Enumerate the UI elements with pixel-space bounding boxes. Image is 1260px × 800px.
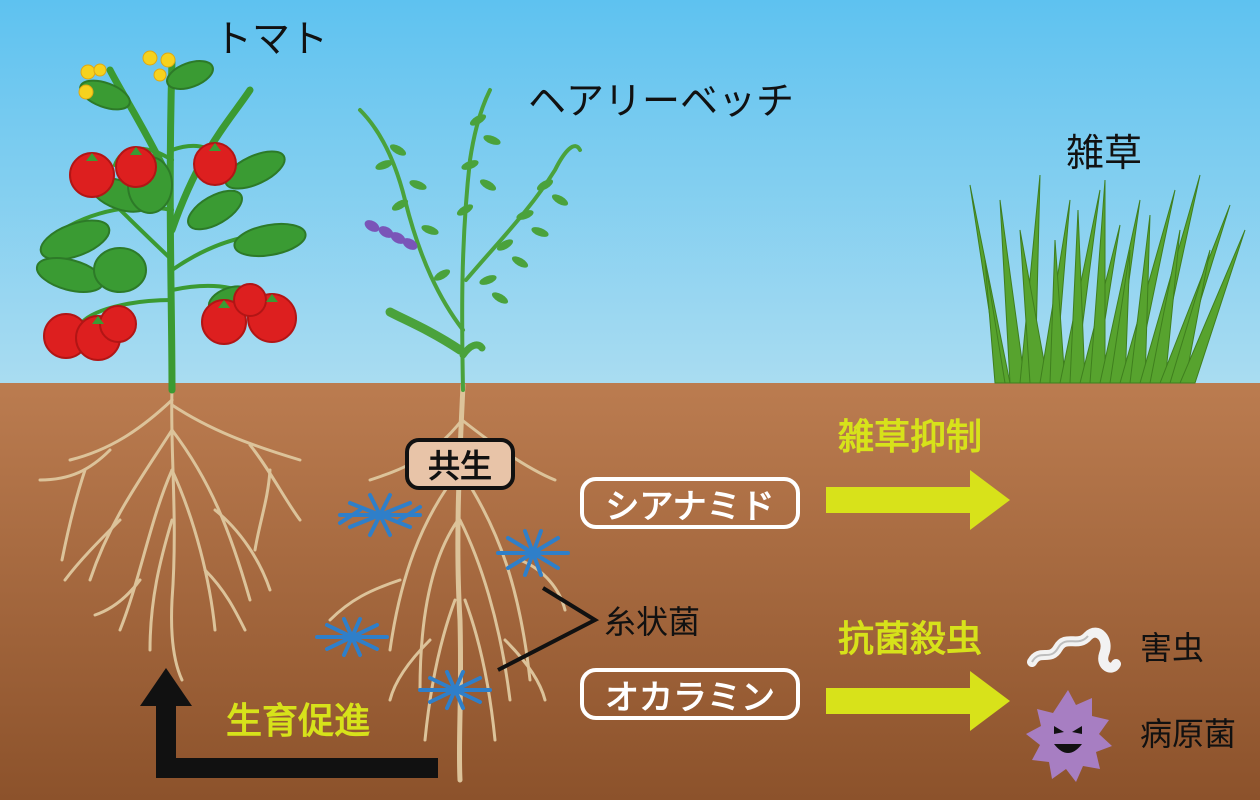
cyanamide-badge: シアナミド [580,477,800,529]
hairy-vetch-label: ヘアリーベッチ [528,79,795,123]
tomato-roots [38,388,302,682]
fungi-pointer [497,586,600,672]
growth-promotion-label: 生育促進 [226,701,371,742]
hairy-vetch-plant [358,88,582,392]
fungus-cluster [418,670,492,710]
weed-suppression-arrow [826,470,1010,530]
fungus-cluster [496,529,570,577]
fungus-cluster [315,617,389,657]
weed-suppression-label: 雑草抑制 [838,417,983,458]
weeds [969,174,1246,384]
antibacterial-arrow [826,671,1010,731]
symbiosis-badge: 共生 [405,438,515,490]
filamentous-fungi-label: 糸状菌 [604,603,701,641]
tomato-label: トマト [214,17,329,61]
pathogens-label: 病原菌 [1140,715,1237,753]
growth-promotion-arrow [140,668,438,778]
okaramin-badge: オカラミン [580,668,800,720]
tomato-plant [35,50,307,394]
pathogen-icon [1026,690,1112,782]
pest-worm-icon [1031,635,1089,663]
weeds-label: 雑草 [1066,131,1143,175]
fungus-cluster [338,493,422,537]
antibacterial-insecticidal-label: 抗菌殺虫 [838,619,983,660]
filamentous-fungi [315,493,570,710]
pests-label: 害虫 [1140,629,1205,667]
